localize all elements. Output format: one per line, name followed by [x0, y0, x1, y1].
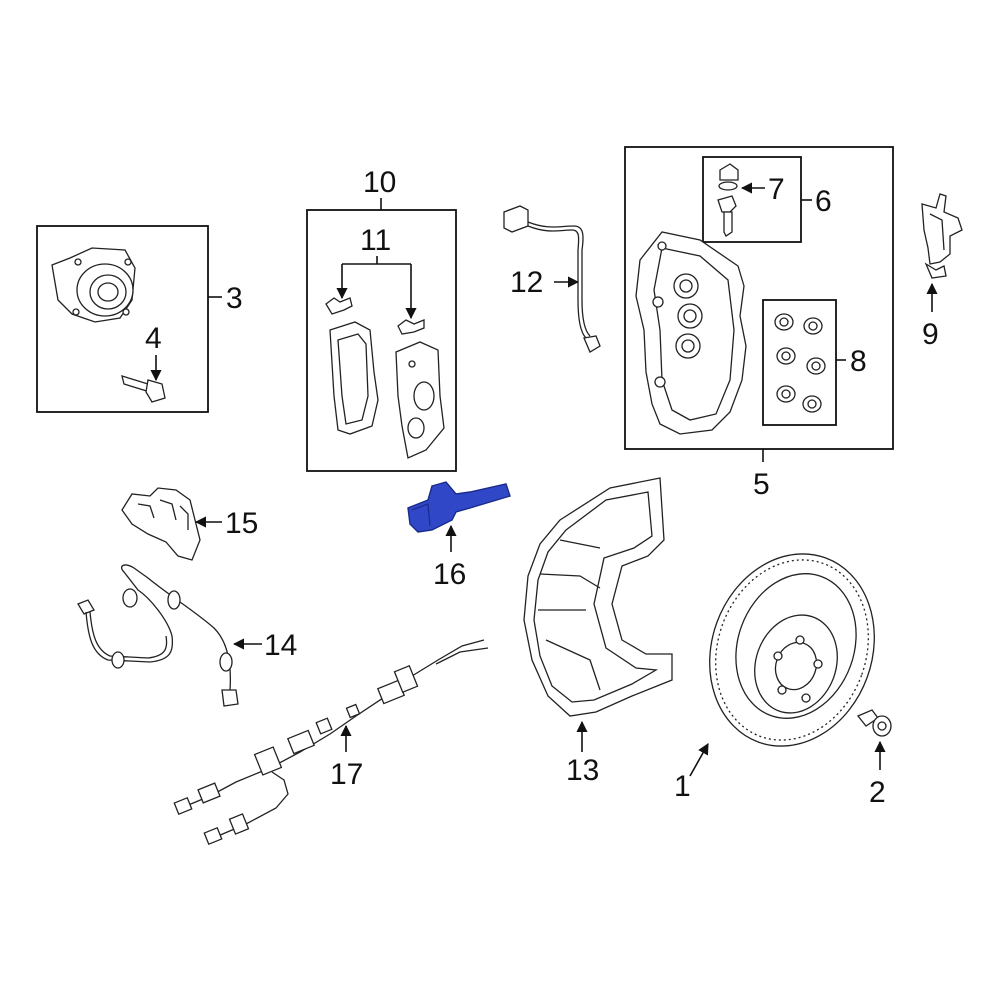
highlighted-part[interactable] — [407, 481, 511, 533]
callout-4[interactable]: 4 — [145, 322, 162, 355]
callout-1[interactable]: 1 — [674, 770, 691, 803]
caliper-seal-kit[interactable] — [774, 313, 826, 413]
leader-1 — [689, 743, 709, 777]
callout-16[interactable]: 16 — [433, 558, 466, 591]
brake-rotor-1[interactable]: 1 — [674, 531, 901, 803]
sensor-harness-14[interactable]: 14 — [77, 564, 297, 707]
guide-bolt[interactable] — [717, 163, 739, 237]
callout-17[interactable]: 17 — [330, 758, 363, 791]
brake-pad-left[interactable] — [329, 321, 379, 435]
callout-13[interactable]: 13 — [566, 754, 599, 787]
callout-10[interactable]: 10 — [363, 166, 396, 199]
pad-clip-right[interactable] — [397, 319, 425, 335]
callout-15[interactable]: 15 — [225, 507, 258, 540]
caliper-box — [624, 146, 894, 450]
brake-pads-group[interactable]: 10 11 — [306, 166, 457, 472]
callout-12[interactable]: 12 — [510, 266, 543, 299]
wheel-hub[interactable] — [51, 247, 136, 323]
brake-caliper[interactable] — [635, 231, 747, 435]
callout-11[interactable]: 11 — [360, 224, 391, 257]
callout-5[interactable]: 5 — [753, 468, 770, 501]
callout-7[interactable]: 7 — [768, 173, 785, 206]
bracket-9[interactable]: 9 — [921, 193, 963, 351]
callout-8[interactable]: 8 — [850, 345, 867, 378]
pad-clip-left[interactable] — [325, 297, 353, 315]
callout-9[interactable]: 9 — [922, 318, 939, 351]
callout-6[interactable]: 6 — [815, 185, 832, 218]
caliper-group[interactable]: 7 6 8 5 — [624, 146, 894, 501]
brake-pad-right[interactable] — [395, 341, 445, 459]
splash-shield-13[interactable]: 13 — [523, 477, 673, 787]
seal-kit-box — [762, 299, 837, 426]
callout-3[interactable]: 3 — [226, 282, 243, 315]
callout-2[interactable]: 2 — [869, 776, 886, 809]
hub-bolt[interactable] — [121, 375, 166, 403]
wire-harness-17[interactable]: 17 — [173, 639, 489, 846]
pad-wear-sensor-12[interactable]: 12 — [503, 205, 601, 353]
abs-sensor-16[interactable]: 16 — [407, 481, 511, 591]
bracket-15[interactable]: 15 — [121, 487, 258, 561]
hub-box — [36, 225, 209, 413]
rotor-screw-2[interactable]: 2 — [856, 709, 892, 809]
callout-14[interactable]: 14 — [264, 629, 297, 662]
pads-box — [306, 209, 457, 472]
hub-group[interactable]: 4 3 — [36, 225, 243, 413]
leader-11 — [342, 256, 411, 265]
